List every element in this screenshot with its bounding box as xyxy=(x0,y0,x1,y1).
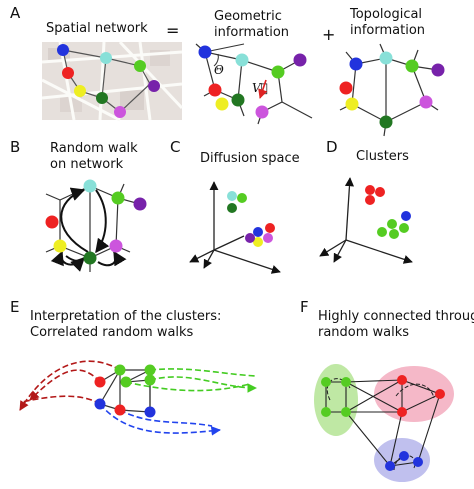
topological-network xyxy=(339,43,445,137)
panel-d-label: D xyxy=(326,138,338,156)
topological-title-line1: Topological xyxy=(349,7,422,22)
diffusion-space-title: Diffusion space xyxy=(200,151,300,166)
clusters-title: Clusters xyxy=(356,149,409,164)
panel-a-label: A xyxy=(10,4,21,22)
geometric-title-line2: information xyxy=(214,25,289,40)
spatial-network-title: Spatial network xyxy=(46,21,148,36)
geometric-network: Θ V⃗ xyxy=(195,43,313,125)
panel-e-label: E xyxy=(10,298,19,316)
panel-b: B Random walk on network xyxy=(10,138,147,272)
geometric-title-line1: Geometric xyxy=(214,9,282,24)
panel-f-label: F xyxy=(300,298,309,316)
highly-connected-title-line2: random walks xyxy=(318,325,409,340)
panel-b-label: B xyxy=(10,138,20,156)
equals-sign: = xyxy=(166,21,179,40)
random-walk-title-line2: on network xyxy=(50,157,124,172)
street-map xyxy=(41,40,184,122)
theta-symbol: Θ xyxy=(214,63,224,77)
panel-a: A Spatial network = Geometric informatio… xyxy=(10,4,445,137)
panel-e: E Interpretation of the clusters: Correl… xyxy=(10,298,257,436)
topological-title-line2: information xyxy=(350,23,425,38)
panel-c: C Diffusion space xyxy=(170,138,300,274)
highly-connected-title-line1: Highly connected through xyxy=(318,309,474,324)
panel-c-label: C xyxy=(170,138,180,156)
panel-f: F Highly connected through random walks xyxy=(300,298,474,482)
interpretation-title-line1: Interpretation of the clusters: xyxy=(30,309,221,324)
random-walk-title-line1: Random walk xyxy=(50,141,138,156)
panel-d: D Clusters xyxy=(319,138,413,264)
interpretation-title-line2: Correlated random walks xyxy=(30,325,194,340)
plus-sign: + xyxy=(322,25,335,44)
